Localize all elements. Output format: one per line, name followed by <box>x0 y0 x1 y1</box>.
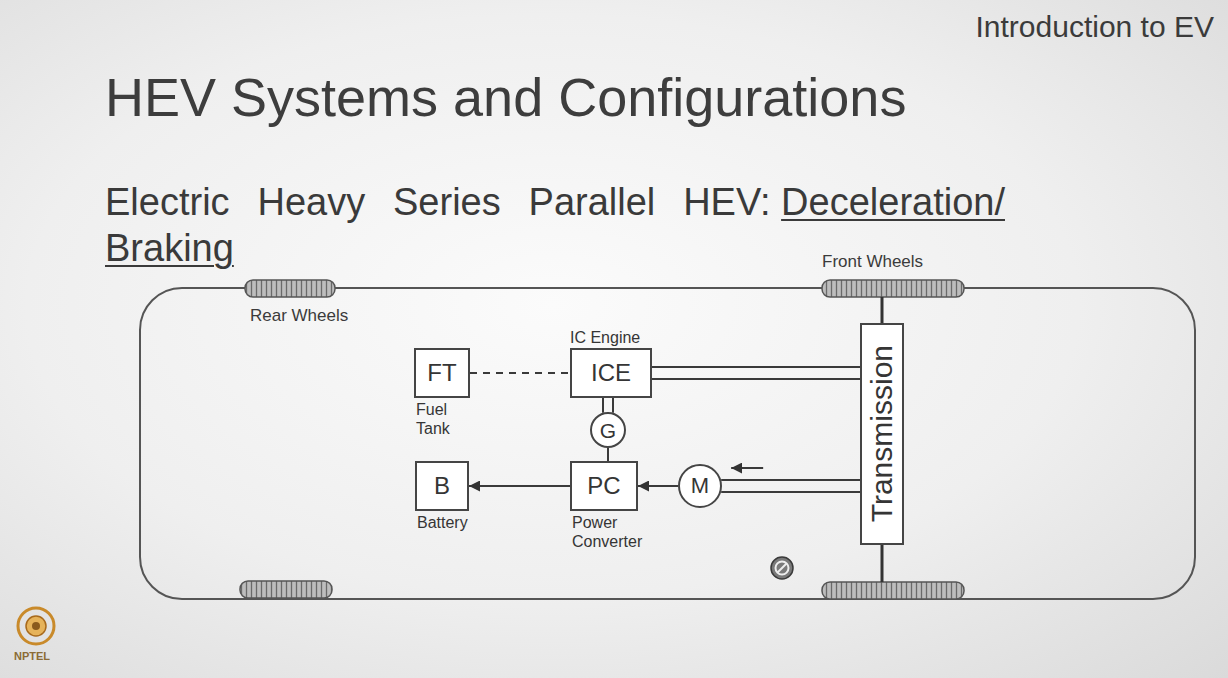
node-symbol: G <box>600 420 616 441</box>
connector <box>652 367 860 379</box>
converter-box: PCPower Converter <box>570 461 638 511</box>
node-symbol: PC <box>587 474 620 498</box>
connector-line <box>470 372 570 374</box>
slide-title: HEV Systems and Configurations <box>105 66 906 128</box>
flow-arrow <box>731 467 763 469</box>
connector <box>603 398 613 413</box>
connector-line <box>638 485 678 487</box>
generator-circle: G <box>590 412 626 448</box>
connector-line <box>607 448 609 461</box>
connector-line <box>602 398 604 413</box>
node-caption: Battery <box>417 513 468 532</box>
transmission-box: Transmission <box>860 323 904 545</box>
wheel-label: Front Wheels <box>822 252 923 272</box>
subtitle-text: Electric Heavy Series Parallel HEV: <box>105 181 770 223</box>
axle-shaft <box>881 545 884 582</box>
logo-text: NPTEL <box>14 650 50 663</box>
engine-box: IC EngineICE <box>570 348 652 398</box>
connector-line <box>612 398 614 413</box>
node-symbol: FT <box>427 361 456 385</box>
node-caption: Fuel Tank <box>416 400 476 438</box>
axle-shaft <box>881 297 884 323</box>
connector <box>638 486 678 487</box>
connector-line <box>652 378 860 380</box>
wheel-label: Rear Wheels <box>250 306 348 326</box>
nptel-logo <box>18 608 54 644</box>
node-symbol: Transmission <box>867 345 897 522</box>
motor-circle: M <box>678 464 722 508</box>
connector-line <box>721 491 860 493</box>
battery-box: BBattery <box>415 461 469 511</box>
wheel <box>822 280 964 297</box>
connector-line <box>721 479 860 481</box>
connector <box>469 486 570 487</box>
wheel <box>822 582 964 599</box>
node-symbol: M <box>691 475 709 497</box>
wheel <box>240 581 332 598</box>
connector <box>470 373 570 374</box>
header-text: Introduction to EV <box>976 10 1214 45</box>
node-caption: Power Converter <box>572 513 672 551</box>
connector-line <box>652 366 860 368</box>
prohibited-symbol <box>771 557 793 579</box>
wheel <box>245 280 335 297</box>
connector-line <box>469 485 570 487</box>
connector <box>721 468 860 492</box>
car-body-outline <box>140 288 1195 599</box>
node-symbol: B <box>434 474 450 498</box>
connector <box>608 448 609 461</box>
fuel-tank-box: FTFuel Tank <box>414 348 470 398</box>
node-caption: IC Engine <box>570 329 640 347</box>
node-symbol: ICE <box>591 361 631 385</box>
